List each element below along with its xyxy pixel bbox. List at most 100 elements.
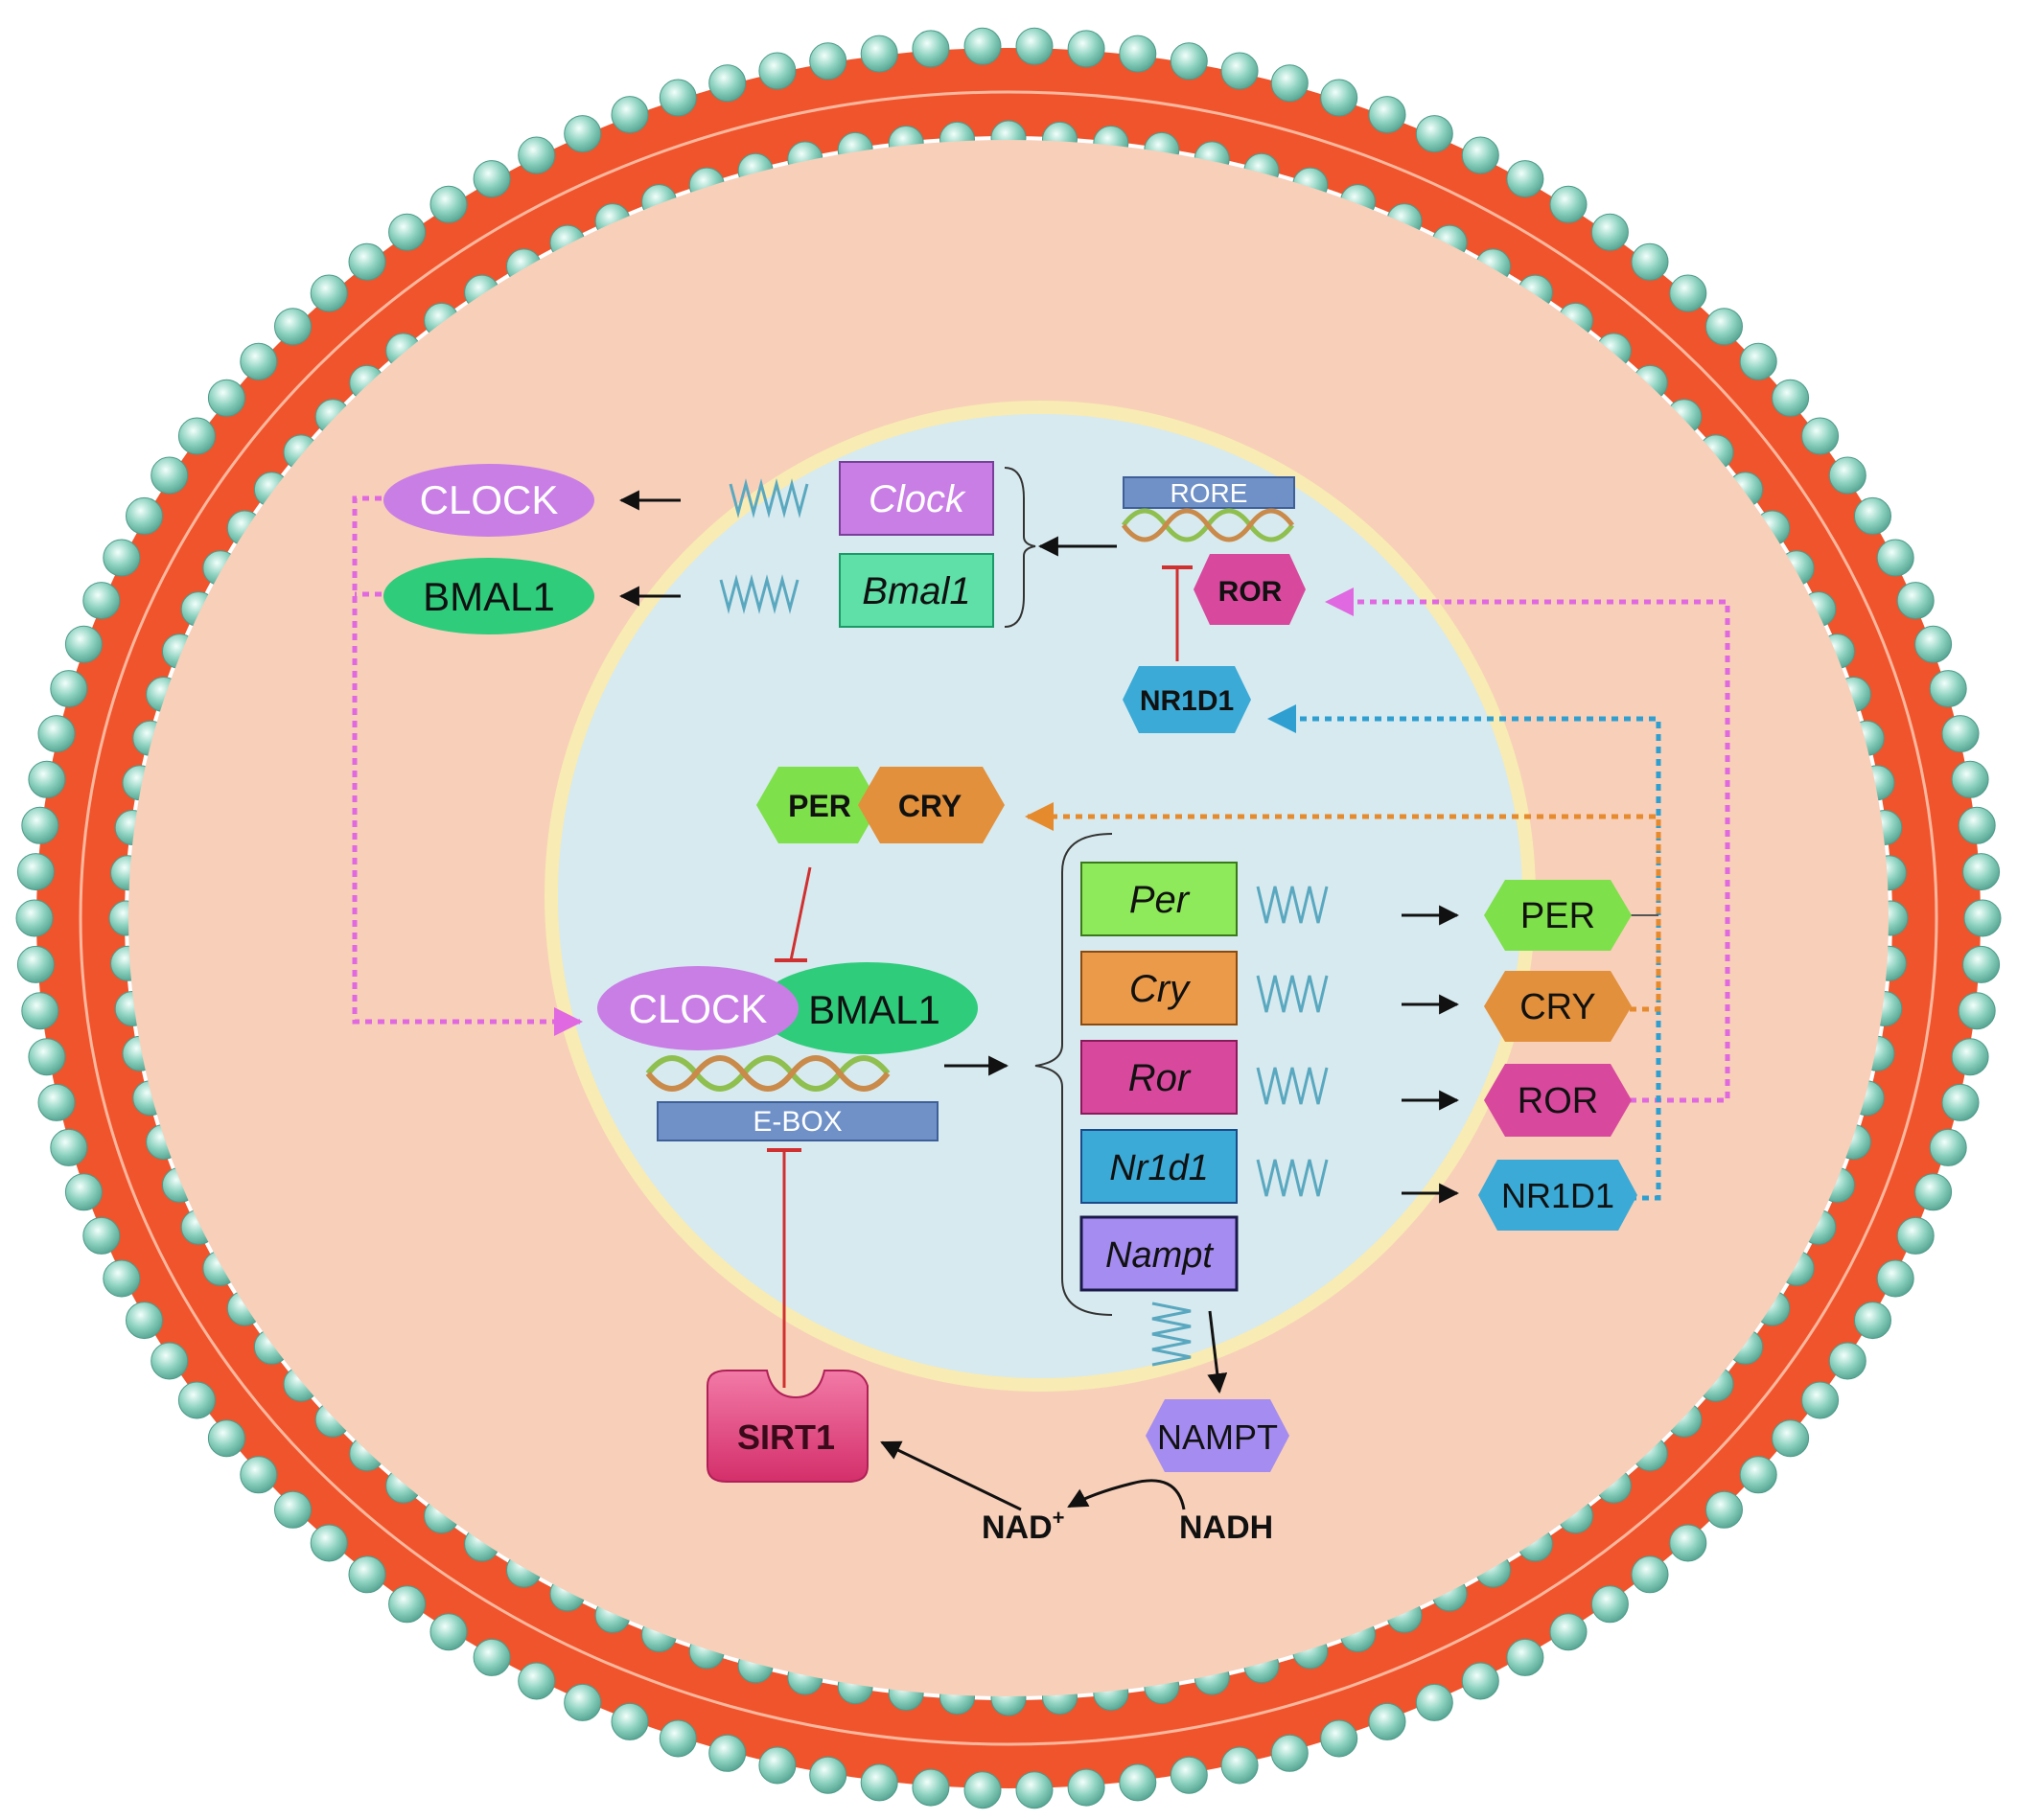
phospholipid-head xyxy=(659,79,697,117)
phospholipid-head xyxy=(1368,96,1406,134)
cry-right-label: CRY xyxy=(1519,987,1596,1027)
phospholipid-head xyxy=(1067,1768,1105,1807)
phospholipid-head xyxy=(429,1613,468,1651)
phospholipid-head xyxy=(16,945,55,983)
phospholipid-head xyxy=(1590,1585,1629,1624)
phospholipid-head xyxy=(611,96,649,134)
phospholipid-head xyxy=(1962,945,2001,983)
phospholipid-head xyxy=(611,1702,649,1740)
phospholipid-head xyxy=(1320,79,1358,117)
phospholipid-head xyxy=(1941,1083,1980,1121)
phospholipid-head xyxy=(1914,1173,1953,1211)
phospholipid-head xyxy=(1015,27,1054,65)
phospholipid-head xyxy=(1590,213,1629,251)
nucleus xyxy=(558,414,1522,1378)
phospholipid-head xyxy=(1739,1456,1777,1494)
phospholipid-head xyxy=(1958,992,1996,1030)
dna-helix-ebox xyxy=(645,1055,891,1092)
phospholipid-head xyxy=(21,806,59,844)
phospholipid-head xyxy=(518,136,556,174)
phospholipid-head xyxy=(1958,806,1996,844)
phospholipid-head xyxy=(1549,1613,1588,1651)
phospholipid-head xyxy=(1828,456,1866,495)
phospholipid-head xyxy=(151,456,189,495)
per-cry-inhibit-line xyxy=(789,866,812,961)
phospholipid-head xyxy=(963,27,1002,65)
phospholipid-head xyxy=(1270,64,1309,103)
clock-protein-top: CLOCK xyxy=(383,464,594,537)
gene-bmal1-label: Bmal1 xyxy=(862,570,970,612)
mrna-per xyxy=(1256,886,1329,924)
nr1d1-protein-right: NR1D1 xyxy=(1478,1160,1637,1231)
phospholipid-head xyxy=(1941,715,1980,753)
phospholipid-head xyxy=(1772,1419,1810,1458)
pink-loop-left xyxy=(352,495,583,1036)
phospholipid-head xyxy=(1170,42,1208,81)
phospholipid-head xyxy=(126,1302,163,1340)
bmal1-protein-top: BMAL1 xyxy=(383,558,594,634)
nr1d1-nucleus-label: NR1D1 xyxy=(1140,685,1234,717)
phospholipid-head xyxy=(274,1490,312,1529)
phospholipid-head xyxy=(64,625,103,663)
nampt-protein: NAMPT xyxy=(1146,1399,1289,1472)
phospholipid-head xyxy=(240,342,278,380)
phospholipid-head xyxy=(1270,1734,1309,1772)
gene-box-ror: Ror xyxy=(1080,1040,1238,1115)
gene-box-nr1d1: Nr1d1 xyxy=(1080,1129,1238,1204)
phospholipid-head xyxy=(28,1038,66,1076)
ror-right-label: ROR xyxy=(1518,1081,1598,1121)
nad-label: NAD+ xyxy=(982,1506,1065,1546)
phospholipid-head xyxy=(310,274,348,312)
sirt1-label: SIRT1 xyxy=(737,1417,835,1457)
phospholipid-head xyxy=(1220,1746,1259,1785)
phospholipid-head xyxy=(1119,35,1157,73)
phospholipid-head xyxy=(103,1259,141,1298)
ror-nucleus-label: ROR xyxy=(1218,576,1283,608)
phospholipid-head xyxy=(1854,1302,1891,1340)
phospholipid-head xyxy=(1015,1771,1054,1809)
phospholipid-head xyxy=(1739,342,1777,380)
arrow-nad-to-sirt1 xyxy=(880,1440,1022,1511)
phospholipid-head xyxy=(1461,136,1499,174)
per-cry-complex: PER CRY xyxy=(756,767,1005,843)
phospholipid-head xyxy=(429,185,468,223)
phospholipid-head xyxy=(1801,1381,1840,1419)
phospholipid-head xyxy=(1220,52,1259,90)
ror-protein-right: ROR xyxy=(1484,1064,1632,1137)
phospholipid-head xyxy=(1929,1128,1967,1166)
phospholipid-head xyxy=(310,1524,348,1562)
gene-nampt-label: Nampt xyxy=(1105,1235,1214,1276)
phospholipid-head xyxy=(1549,185,1588,223)
phospholipid-head xyxy=(207,1419,245,1458)
phospholipid-head xyxy=(809,42,847,81)
rore-label: RORE xyxy=(1171,478,1248,508)
mrna-squiggles xyxy=(719,478,1329,1367)
gene-box-per: Per xyxy=(1080,862,1238,936)
phospholipid-head xyxy=(1119,1763,1157,1802)
phospholipid-head xyxy=(1876,539,1914,577)
ebox-label: E-BOX xyxy=(753,1106,842,1138)
phospholipid-head xyxy=(564,115,602,153)
phospholipid-head xyxy=(1951,760,1989,798)
per-protein-right: PER xyxy=(1484,880,1632,951)
phospholipid-head xyxy=(16,853,55,891)
phospholipid-head xyxy=(1896,582,1935,620)
per-complex-label: PER xyxy=(788,789,851,823)
nr1d1-protein-nucleus: NR1D1 xyxy=(1123,666,1251,733)
phospholipid-head xyxy=(1854,496,1891,535)
phospholipid-head xyxy=(1951,1038,1989,1076)
arrow-nampt-gene-to-protein xyxy=(1207,1310,1228,1394)
phospholipid-head xyxy=(1669,274,1707,312)
phospholipid-head xyxy=(151,1342,189,1380)
phospholipid-head xyxy=(274,308,312,346)
dna-helix-rore xyxy=(1121,508,1295,542)
phospholipid-head xyxy=(207,379,245,417)
mrna-bmal1 xyxy=(719,574,800,614)
gene-box-clock: Clock xyxy=(839,461,994,536)
phospholipid-head xyxy=(240,1456,278,1494)
cry-protein-right: CRY xyxy=(1484,971,1632,1042)
phospholipid-head xyxy=(348,1555,386,1594)
mrna-cry xyxy=(1256,975,1329,1013)
mrna-ror xyxy=(1256,1067,1329,1105)
phospholipid-head xyxy=(50,670,88,708)
